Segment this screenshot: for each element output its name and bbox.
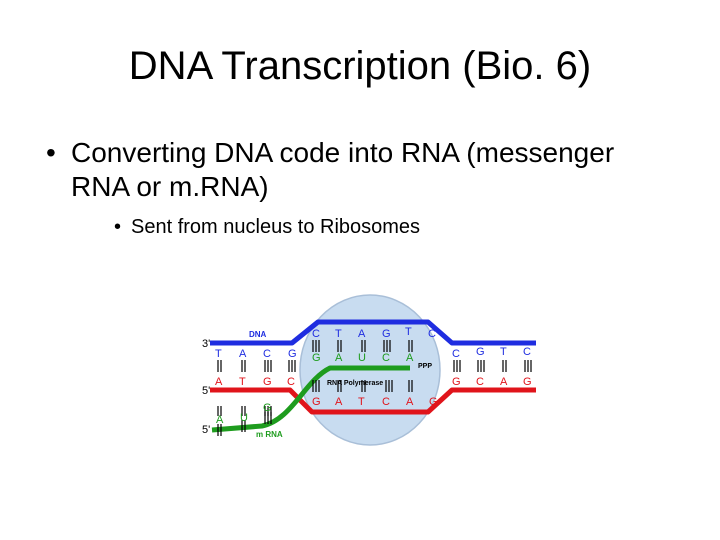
- rna-polymerase-label: RNA Polymerase: [327, 380, 383, 387]
- slide-title: DNA Transcription (Bio. 6): [128, 44, 592, 88]
- base-letter: T: [500, 346, 507, 358]
- template-base-letter: A: [335, 396, 343, 408]
- base-letter: C: [523, 346, 531, 358]
- bullet-symbol: •: [46, 137, 56, 168]
- five-prime-label-bottom: 5': [202, 424, 210, 436]
- base-letter: C: [476, 376, 484, 388]
- sub-bullet-ribosomes: • Sent from nucleus to Ribosomes: [114, 216, 420, 239]
- mrna-base-letter: G: [263, 402, 272, 414]
- bullet-text: Converting DNA code into RNA (messenger …: [71, 137, 615, 202]
- base-letter: A: [215, 376, 223, 388]
- dna-label: DNA: [249, 330, 267, 339]
- template-base-letter: G: [429, 396, 438, 408]
- rna-base-letter: A: [406, 352, 414, 364]
- rna-base-letter: U: [358, 352, 366, 364]
- sub-bullet-text: Sent from nucleus to Ribosomes: [131, 216, 421, 238]
- base-letter: A: [358, 328, 366, 340]
- five-prime-label-top: 5': [202, 385, 210, 397]
- base-letter: C: [312, 328, 320, 340]
- base-letter: G: [382, 328, 391, 340]
- dna-coding-strand: [210, 319, 536, 346]
- three-prime-label: 3': [202, 338, 210, 350]
- base-letter: A: [239, 348, 247, 360]
- base-letter: A: [500, 376, 508, 388]
- base-letter: T: [405, 326, 412, 338]
- base-letter: T: [335, 328, 342, 340]
- template-base-letter: T: [358, 396, 365, 408]
- base-letter: T: [215, 348, 222, 360]
- mrna-label: m RNA: [256, 430, 283, 439]
- base-letter: C: [428, 328, 436, 340]
- template-base-letter: A: [406, 396, 414, 408]
- sub-bullet-symbol: •: [114, 216, 122, 238]
- rna-base-letter: A: [335, 352, 343, 364]
- base-letter: C: [452, 348, 460, 360]
- rna-base-letter: C: [382, 352, 390, 364]
- base-letter: T: [239, 376, 246, 388]
- template-base-letter: C: [382, 396, 390, 408]
- dna-template-strand: [210, 387, 536, 415]
- base-pair-ticks: [217, 340, 532, 436]
- mrna-strand: [211, 365, 410, 433]
- base-letter: G: [452, 376, 461, 388]
- base-letter: G: [263, 376, 272, 388]
- template-base-letter: G: [312, 396, 321, 408]
- ppp-label: PPP: [418, 363, 432, 370]
- base-letter: G: [523, 376, 532, 388]
- mrna-base-letter: U: [240, 412, 248, 424]
- base-letter: C: [263, 348, 271, 360]
- base-letter: G: [288, 348, 297, 360]
- base-letter: G: [476, 346, 485, 358]
- base-letter: C: [287, 376, 295, 388]
- mrna-base-letter: A: [216, 414, 224, 426]
- rna-base-letter: G: [312, 352, 321, 364]
